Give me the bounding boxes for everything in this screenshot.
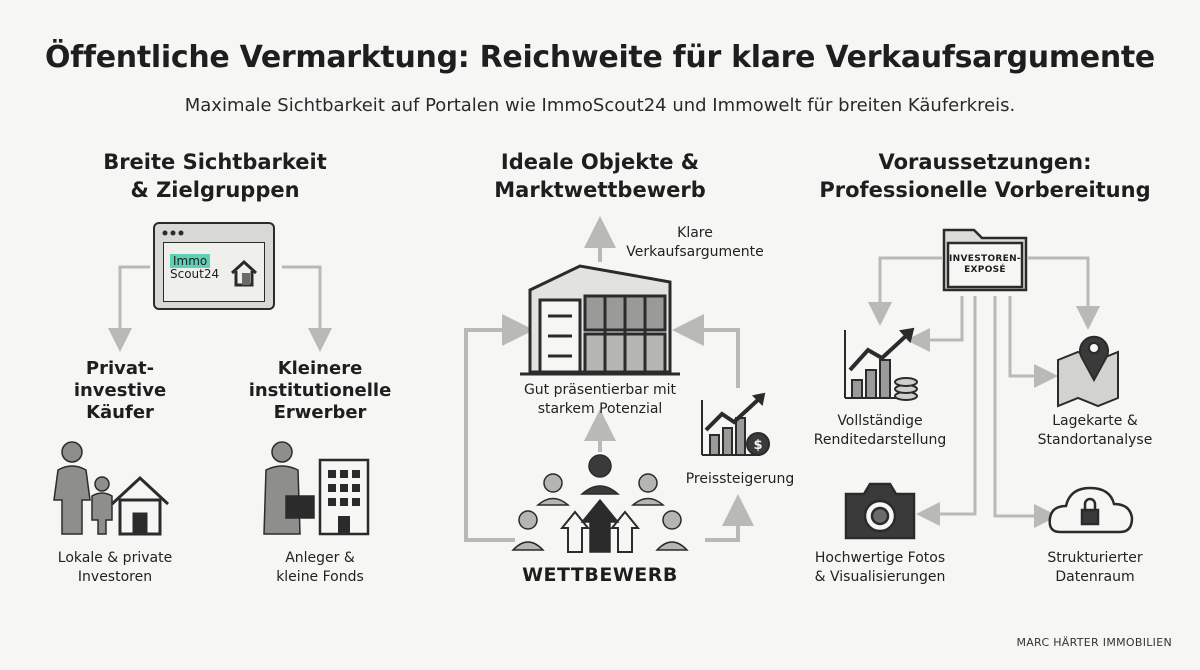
svg-text:$: $ <box>753 438 762 453</box>
right-arrows <box>868 256 1100 528</box>
modern-building-icon <box>520 264 680 376</box>
middle-arrows <box>464 216 754 542</box>
browser-dots-icon <box>162 230 184 236</box>
family-icon <box>53 441 113 535</box>
page-subtitle: Maximale Sichtbarkeit auf Portalen wie I… <box>184 95 1016 116</box>
middle-column-heading: Ideale Objekte & Marktwettbewerb <box>494 150 706 202</box>
office-building-icon <box>318 458 370 536</box>
map-label: Lagekarte & Standortanalyse <box>1037 413 1153 448</box>
private-buyers-label: Lokale & private Investoren <box>57 550 173 585</box>
dataroom-label: Strukturierter Datenraum <box>1047 550 1143 585</box>
footer-brand: MARC HÄRTER IMMOBILIEN <box>1016 636 1172 649</box>
folder-label: INVESTOREN- EXPOSÉ <box>949 254 1021 275</box>
photos-label: Hochwertige Fotos & Visualisierungen <box>814 550 946 585</box>
browser-icon: Immo Scout24 <box>153 222 275 310</box>
map-pin-icon <box>1057 335 1119 408</box>
portal-logo: Immo Scout24 <box>170 254 220 281</box>
folder-icon <box>942 228 1028 292</box>
sales-arguments-label: Klare Verkaufsargumente <box>626 225 764 260</box>
left-arrows <box>108 265 332 352</box>
private-buyers-title: Privat- investive Käufer <box>73 358 167 423</box>
page-title: Öffentliche Vermarktung: Reichweite für … <box>45 40 1155 75</box>
portal-logo-panel: Immo Scout24 <box>163 242 265 302</box>
building-label: Gut präsentierbar mit starkem Potenzial <box>523 382 677 417</box>
businessman-icon <box>263 441 315 535</box>
price-chart-icon <box>701 392 770 456</box>
portal-logo-bottom: Scout24 <box>170 267 220 281</box>
price-increase-label: Preissteigerung <box>685 471 795 487</box>
investor-expose-folder: INVESTOREN- EXPOSÉ <box>944 222 1026 290</box>
right-column-heading: Voraussetzungen: Professionelle Vorberei… <box>819 150 1151 202</box>
yield-label: Vollständige Renditedarstellung <box>813 413 947 448</box>
portal-house-icon <box>230 259 258 287</box>
left-column-heading: Breite Sichtbarkeit & Zielgruppen <box>103 150 327 202</box>
portal-logo-top: Immo <box>170 254 211 268</box>
competition-label: WETTBEWERB <box>522 564 678 586</box>
cloud-lock-icon <box>1048 486 1134 534</box>
camera-icon <box>844 482 916 540</box>
house-icon <box>110 475 170 536</box>
institutional-buyers-title: Kleinere institutionelle Erwerber <box>248 358 392 423</box>
institutional-buyers-label: Anleger & kleine Fonds <box>276 550 364 585</box>
yield-chart-icon <box>844 327 918 401</box>
people-group-icon <box>511 454 689 553</box>
